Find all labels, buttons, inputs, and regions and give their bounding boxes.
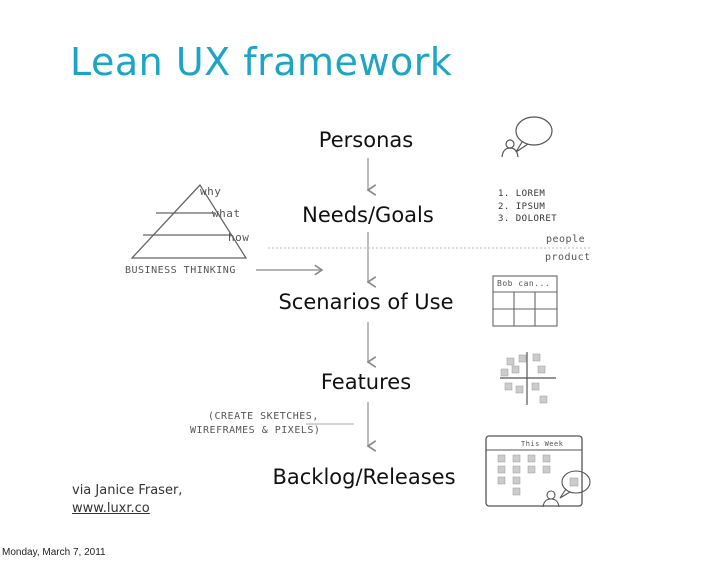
pyramid-icon — [130, 183, 248, 259]
backlog-board-icon — [485, 435, 591, 508]
scenario-storyboard-icon — [492, 275, 558, 327]
footer-date: Monday, March 7, 2011 — [2, 547, 106, 558]
credit-line: via Janice Fraser, — [72, 483, 183, 498]
features-note-line1: (CREATE SKETCHES, — [208, 411, 319, 422]
needs-list-item: 1. LOREM — [498, 189, 546, 199]
needs-list-item: 2. IPSUM — [498, 202, 546, 212]
stage-personas: Personas — [318, 128, 414, 152]
features-note-line2: WIREFRAMES & PIXELS) — [190, 425, 321, 436]
stage-backlog: Backlog/Releases — [272, 465, 456, 489]
pyramid-why: why — [200, 185, 222, 198]
pyramid-how: how — [228, 231, 250, 244]
stage-needs-goals: Needs/Goals — [302, 203, 434, 227]
board-title: This Week — [521, 440, 564, 448]
pyramid-what: what — [212, 207, 241, 220]
product-label: product — [545, 252, 591, 263]
persona-sketch-icon — [501, 116, 553, 158]
stage-scenarios: Scenarios of Use — [278, 290, 454, 314]
business-thinking-label: BUSINESS THINKING — [125, 265, 236, 276]
needs-list-item: 3. DOLORET — [498, 214, 558, 224]
credit-link[interactable]: www.luxr.co — [72, 501, 150, 516]
scenario-note: Bob can... — [497, 279, 551, 288]
people-label: people — [546, 234, 586, 245]
stage-features: Features — [320, 370, 412, 394]
features-quadrant-icon — [500, 352, 556, 405]
slide-title: Lean UX framework — [70, 40, 453, 84]
